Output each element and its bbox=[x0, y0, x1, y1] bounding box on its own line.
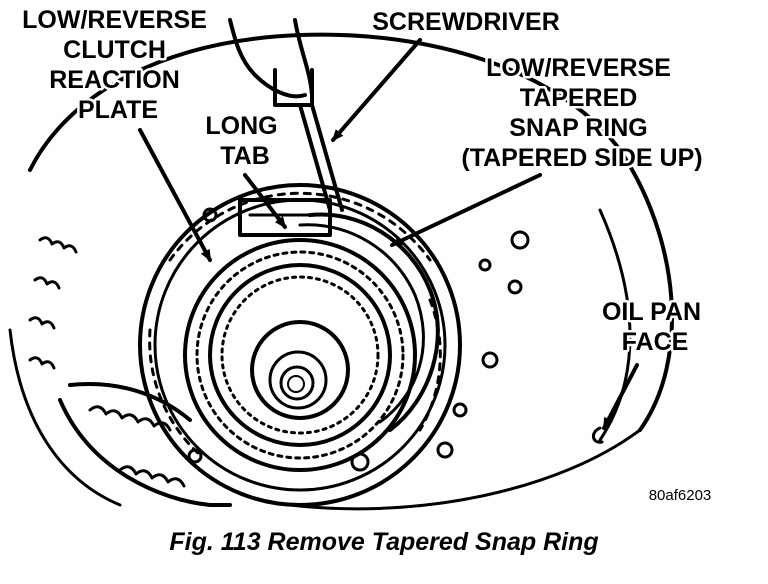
figure-code: 80af6203 bbox=[649, 487, 712, 504]
label-oil-pan-face: OIL PAN FACE bbox=[602, 298, 708, 356]
label-reaction-plate: LOW/REVERSE CLUTCH REACTION PLATE bbox=[22, 6, 214, 124]
pointer-reaction-plate bbox=[138, 128, 212, 262]
label-screwdriver: SCREWDRIVER bbox=[372, 8, 560, 36]
label-long-tab: LONG TAB bbox=[205, 112, 284, 170]
pointer-snap-ring bbox=[390, 173, 542, 247]
center-hub bbox=[250, 320, 350, 420]
transmission-case bbox=[8, 32, 674, 511]
figure-caption: Fig. 113 Remove Tapered Snap Ring bbox=[169, 528, 599, 556]
pointer-oil-pan-face bbox=[602, 363, 639, 430]
long-tab bbox=[238, 198, 332, 237]
label-snap-ring: LOW/REVERSE TAPERED SNAP RING (TAPERED S… bbox=[461, 54, 702, 172]
pointer-long-tab bbox=[243, 173, 287, 229]
inner-gear bbox=[183, 238, 417, 472]
hand-with-screwdriver bbox=[228, 18, 344, 212]
pointer-lines bbox=[138, 38, 639, 444]
pointer-screwdriver bbox=[331, 38, 422, 142]
